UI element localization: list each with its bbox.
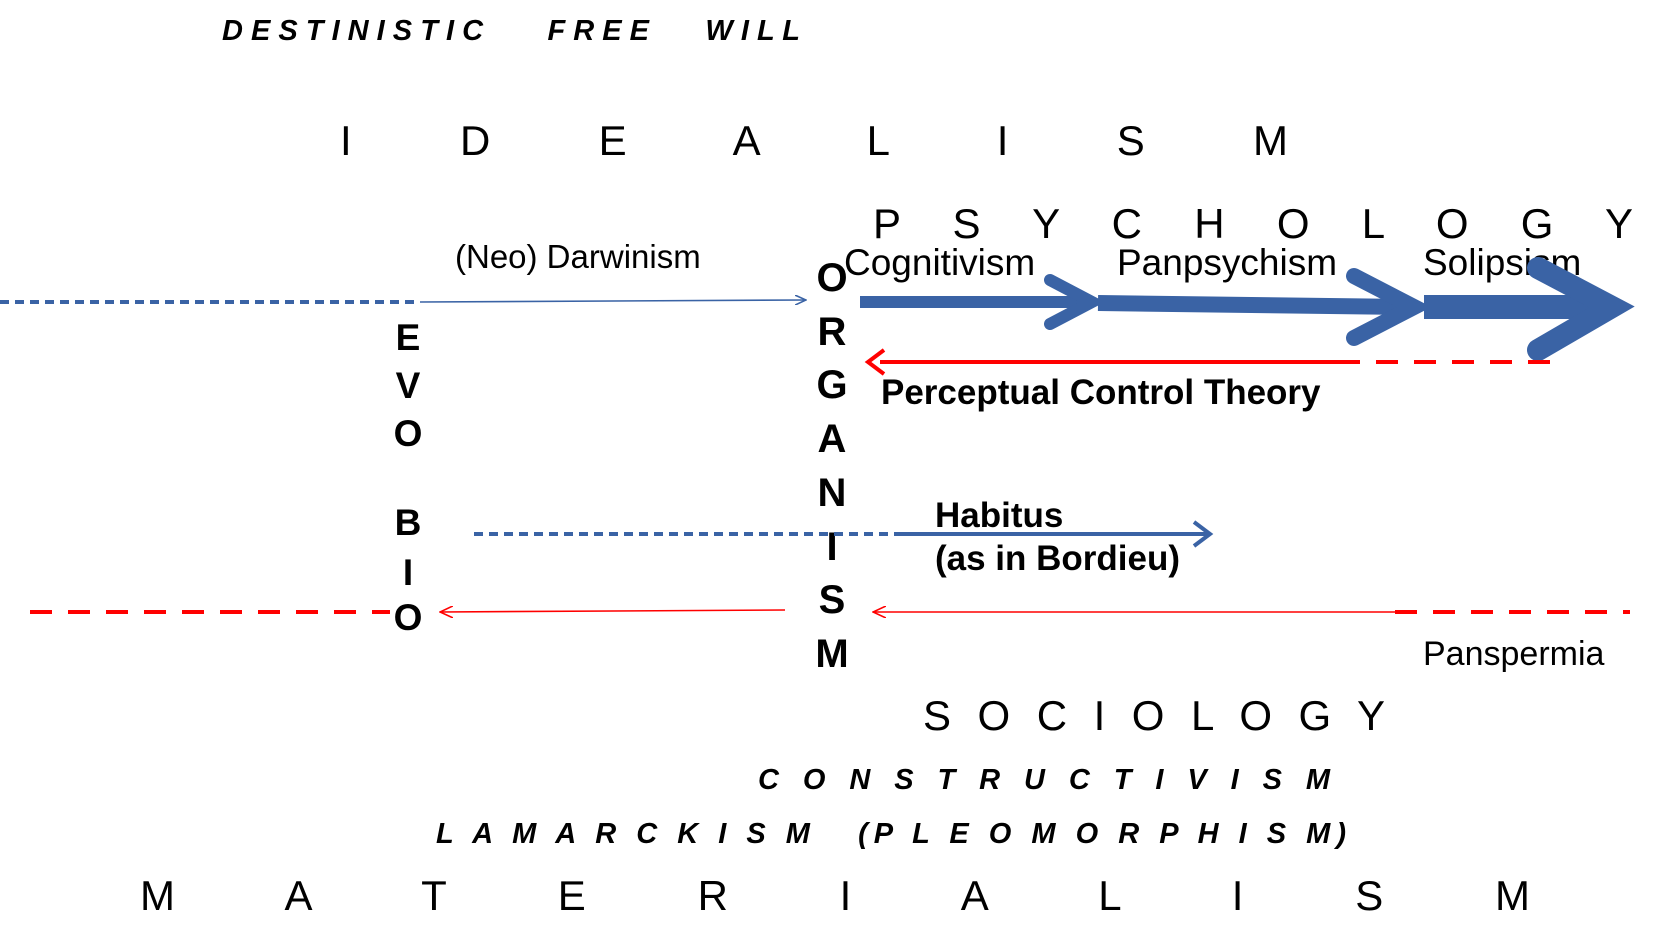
organism-letter-5: I bbox=[826, 525, 837, 569]
organism-letter-7: M bbox=[815, 632, 848, 676]
cognitivism-arrow-head bbox=[1044, 274, 1105, 330]
psychology-arrows bbox=[860, 257, 1635, 361]
evobio-red-arrow bbox=[440, 610, 786, 612]
solipsism-arrow-head bbox=[1527, 257, 1635, 361]
habitus-arrow-head bbox=[1192, 520, 1214, 548]
materialism-label: M A T E R I A L I S M bbox=[140, 872, 1530, 919]
organism-letter-0: O bbox=[816, 256, 847, 300]
cognitivism-label: Cognitivism bbox=[844, 242, 1035, 283]
idealism-label: I D E A L I S M bbox=[340, 117, 1288, 164]
neo-darwinism-label: (Neo) Darwinism bbox=[455, 238, 701, 275]
panspermia-label: Panspermia bbox=[1423, 635, 1605, 673]
habitus-label: Habitus bbox=[935, 496, 1063, 535]
constructivism-label: C O N S T R U C T I V I S M bbox=[758, 764, 1331, 796]
evo-bio-letter-2: O bbox=[394, 413, 423, 454]
panpsychism-label: Panpsychism bbox=[1117, 242, 1337, 283]
panpsychism-arrow-shaft bbox=[1097, 295, 1407, 315]
evo-bio-letter-0: E bbox=[396, 317, 421, 358]
organism-letter-2: G bbox=[816, 363, 847, 407]
organism-letter-1: R bbox=[818, 310, 847, 354]
sociology-label: S O C I O L O G Y bbox=[923, 692, 1385, 739]
evo-bio-letter-1: V bbox=[396, 365, 421, 406]
pct-arrow-head bbox=[864, 348, 886, 376]
evo-bio-letter-6: O bbox=[394, 597, 423, 638]
panpsychism-arrow-head bbox=[1346, 268, 1432, 346]
organism-letter-3: A bbox=[818, 417, 847, 461]
evo-bio-letter-5: I bbox=[403, 552, 413, 593]
psychology-label: P S Y C H O L O G Y bbox=[873, 200, 1633, 247]
destinistic-free-will-title: D E S T I N I S T I C F R E E W I L L bbox=[222, 15, 800, 47]
perceptual-control-theory-label: Perceptual Control Theory bbox=[881, 373, 1321, 412]
evo-bio-letter-4: B bbox=[395, 502, 422, 543]
organism-letter-4: N bbox=[818, 471, 847, 515]
darwinism-arrow bbox=[419, 300, 806, 302]
habitus-subtitle: (as in Bordieu) bbox=[935, 539, 1180, 578]
organism-letter-6: S bbox=[819, 578, 846, 622]
lamarckism-label: L A M A R C K I S M (P L E O M O R P H I… bbox=[436, 818, 1346, 850]
